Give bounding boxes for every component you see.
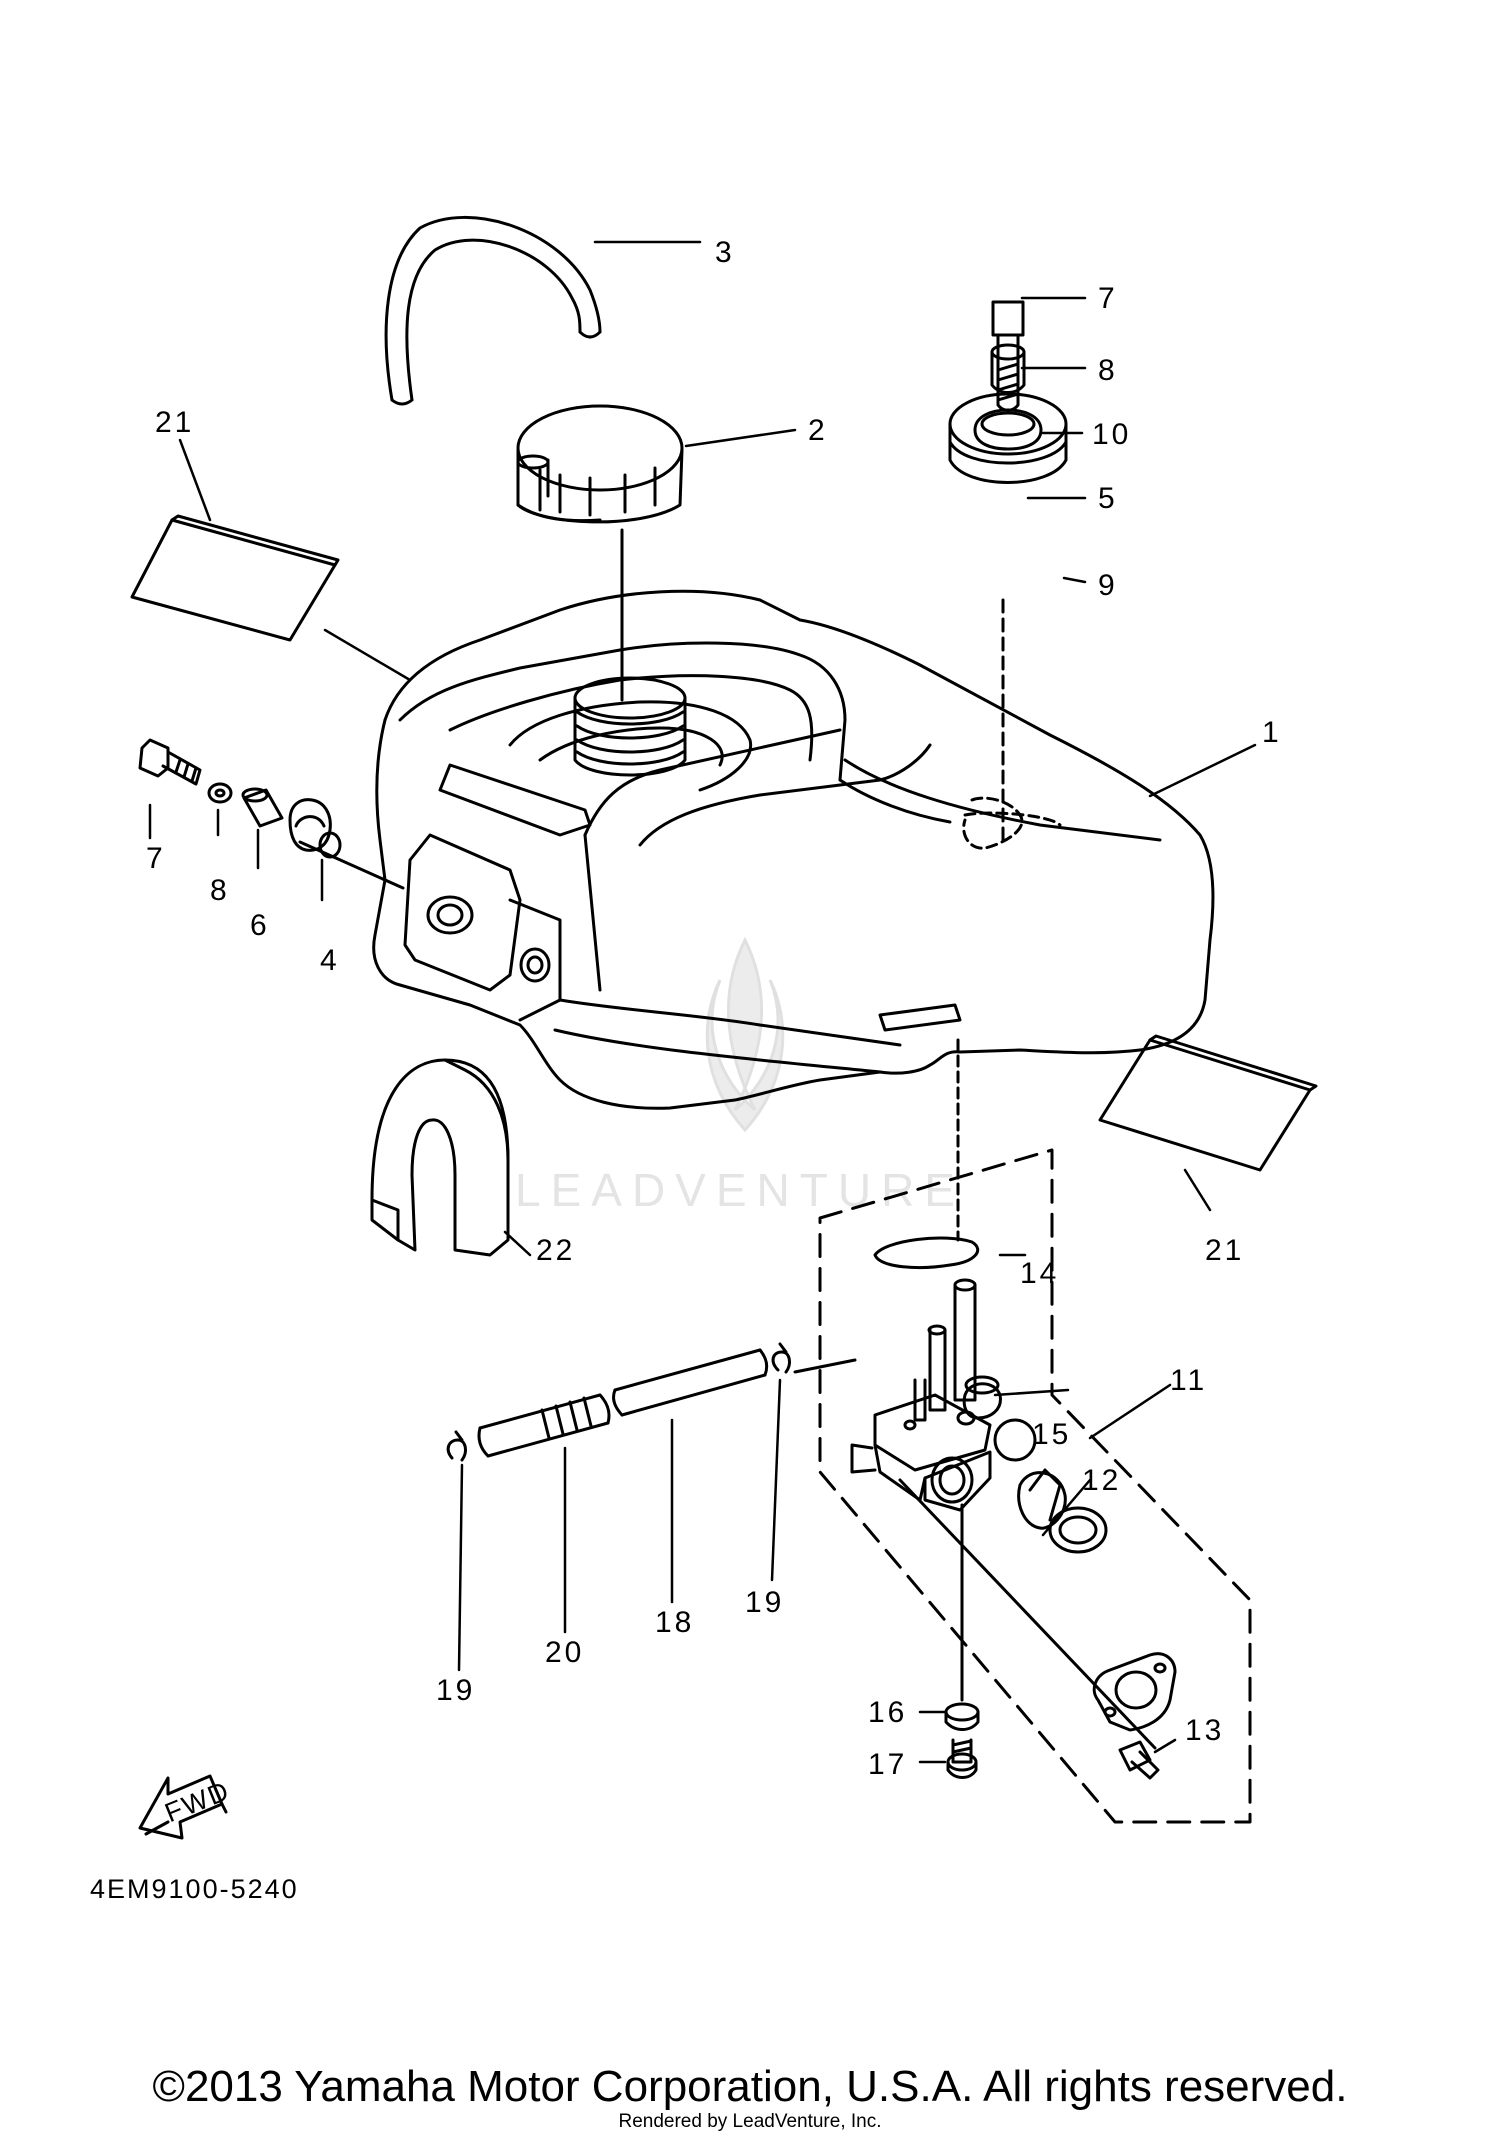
watermark-text: LEADVENTURE bbox=[515, 1164, 965, 1216]
callout-15: 15 bbox=[1032, 1418, 1071, 1451]
fwd-arrow-icon bbox=[138, 1774, 228, 1840]
copyright-notice: ©2013 Yamaha Motor Corporation, U.S.A. A… bbox=[152, 2062, 1348, 2111]
rendered-by-notice: Rendered by LeadVenture, Inc. bbox=[618, 2111, 882, 2132]
watermark-flame-icon bbox=[705, 936, 785, 1133]
screw-17 bbox=[946, 1738, 978, 1779]
callouts: 3 2 7 8 10 5 9 1 21 7 8 6 4 22 21 14 11 … bbox=[90, 236, 1282, 1904]
seal-15 bbox=[962, 1375, 1002, 1420]
plate-13 bbox=[1092, 1652, 1177, 1732]
tab-axis-line bbox=[298, 840, 405, 890]
fwd-label: FWD bbox=[161, 1775, 235, 1828]
screw-13 bbox=[1118, 1740, 1160, 1780]
callout-16: 16 bbox=[868, 1696, 907, 1729]
callout-7-left: 7 bbox=[146, 842, 166, 875]
vent-hose-3 bbox=[384, 215, 602, 406]
callout-8-right: 8 bbox=[1098, 354, 1118, 387]
callout-4: 4 bbox=[320, 944, 340, 977]
callout-17: 17 bbox=[868, 1748, 907, 1781]
collar-6 bbox=[241, 787, 284, 828]
callout-20: 20 bbox=[545, 1636, 584, 1669]
callout-12: 12 bbox=[1082, 1464, 1121, 1497]
callout-3: 3 bbox=[715, 236, 735, 269]
callout-11: 11 bbox=[1170, 1364, 1207, 1397]
drawing-code: 4EM9100-5240 bbox=[90, 1874, 299, 1904]
decal-21-right bbox=[1098, 1034, 1318, 1172]
callout-13: 13 bbox=[1185, 1714, 1224, 1747]
clamp-19-right bbox=[771, 1342, 791, 1374]
fuel-cap-2 bbox=[516, 404, 684, 524]
callout-21-left: 21 bbox=[155, 406, 194, 439]
decal-21-left bbox=[130, 514, 340, 642]
callout-1: 1 bbox=[1262, 716, 1282, 749]
fuel-tank-1 bbox=[372, 589, 1215, 1110]
disc-12 bbox=[993, 1418, 1037, 1462]
fuel-cock-body bbox=[850, 1278, 992, 1512]
callout-21-right: 21 bbox=[1205, 1234, 1244, 1267]
callout-8-left: 8 bbox=[210, 874, 230, 907]
hose-axis-line bbox=[793, 1358, 857, 1374]
fuel-hose-18 bbox=[612, 1348, 769, 1417]
fuel-filter-20 bbox=[477, 1393, 611, 1458]
washer-8-left bbox=[207, 782, 233, 804]
callout-7-right: 7 bbox=[1098, 282, 1118, 315]
leader-lines bbox=[148, 240, 1257, 1764]
callout-6: 6 bbox=[250, 909, 270, 942]
watermark: LEADVENTURE bbox=[515, 936, 965, 1216]
callout-5: 5 bbox=[1098, 482, 1118, 515]
callout-2: 2 bbox=[808, 414, 828, 447]
plate-axis-line bbox=[898, 1478, 1157, 1750]
gasket-14 bbox=[873, 1236, 980, 1270]
callout-22: 22 bbox=[536, 1234, 575, 1267]
grommet-9 bbox=[948, 392, 1068, 484]
bolt-7-right bbox=[991, 300, 1025, 412]
callout-9: 9 bbox=[1098, 569, 1118, 602]
clamp-19-left bbox=[446, 1430, 467, 1462]
callout-19-left: 19 bbox=[436, 1674, 475, 1707]
bolt-7-left bbox=[138, 738, 202, 786]
washer-16 bbox=[944, 1702, 980, 1731]
callout-10: 10 bbox=[1092, 418, 1131, 451]
clip-22 bbox=[370, 1058, 510, 1257]
washer-10 bbox=[973, 408, 1043, 451]
callout-18: 18 bbox=[655, 1606, 694, 1639]
fuel-cock-group-boundary bbox=[818, 1148, 1252, 1824]
callout-19-right: 19 bbox=[745, 1586, 784, 1619]
collar-5 bbox=[990, 343, 1026, 394]
callout-14: 14 bbox=[1020, 1257, 1059, 1290]
